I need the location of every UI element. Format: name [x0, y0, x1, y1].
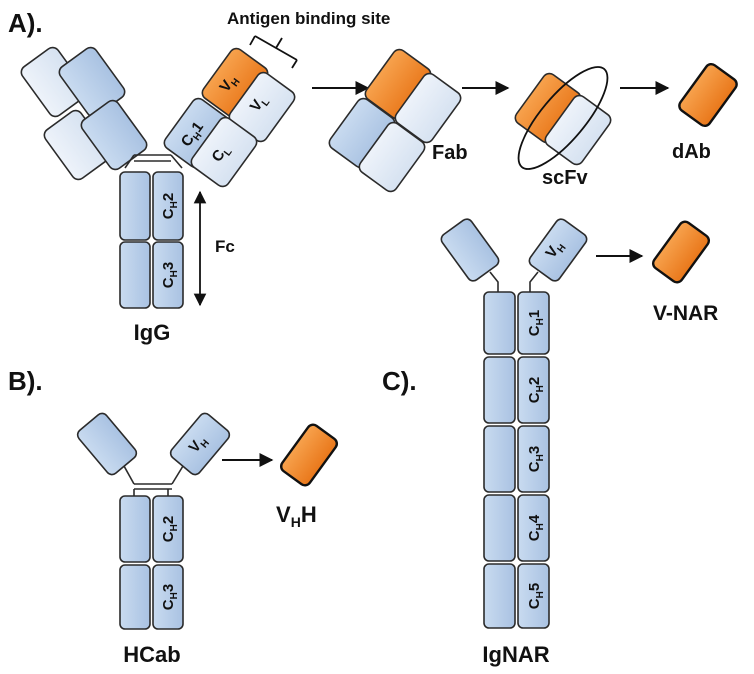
fc-label: Fc	[215, 237, 235, 256]
ignar-left-c2	[483, 356, 516, 424]
ignar-left-c3	[483, 425, 516, 493]
hcab-right-ch2	[152, 495, 184, 563]
fab-vl	[394, 72, 462, 144]
hcab-left-ch2	[119, 495, 151, 563]
scfv-fragment	[514, 66, 612, 170]
hcab-right-ch3	[152, 564, 184, 630]
scfv-label: scFv	[542, 167, 588, 189]
hcab-antibody: VH CH2 CH3	[76, 412, 231, 630]
ignar-right-vh	[528, 218, 588, 282]
igg-name: IgG	[134, 320, 171, 345]
fab-label: Fab	[432, 142, 468, 164]
ignar-left-c5	[483, 563, 516, 629]
ignar-left-vh	[440, 218, 500, 282]
ignar-right-c5	[517, 563, 550, 629]
vnar-domain	[651, 220, 711, 284]
vnar-label: V-NAR	[653, 302, 718, 325]
fab-cl	[358, 121, 426, 193]
ignar-right-c3	[517, 425, 550, 493]
hcab-hinge	[123, 465, 184, 496]
panel-a-label: A).	[8, 8, 43, 38]
igg-fc-right-ch3	[152, 241, 184, 309]
dab-domain	[678, 62, 738, 128]
antigen-binding-site-label: Antigen binding site	[227, 9, 390, 28]
igg-ch3-label: CH3	[160, 262, 180, 288]
panel-c-label: C).	[382, 366, 417, 396]
ignar-right-c2	[517, 356, 550, 424]
ignar-left-c1	[483, 291, 516, 355]
ignar-c1-label: CH1	[526, 310, 546, 336]
ignar-antibody: VH CH1 CH2 CH3 CH4 CH5	[440, 218, 588, 629]
igg-fc-right-ch2	[152, 171, 184, 241]
ignar-hinge	[489, 271, 539, 292]
antigen-site-bracket-ticks	[249, 35, 298, 69]
ignar-c4-label: CH4	[526, 514, 546, 541]
ignar-right-c4	[517, 494, 550, 562]
hcab-name: HCab	[123, 642, 180, 667]
ignar-c3-label: CH3	[526, 446, 546, 472]
ignar-name: IgNAR	[482, 642, 549, 667]
ignar-c5-label: CH5	[526, 583, 546, 609]
ignar-left-c4	[483, 494, 516, 562]
panel-b-label: B).	[8, 366, 43, 396]
igg-fc-left-ch2	[119, 171, 151, 241]
hcab-ch3-label: CH3	[160, 584, 180, 610]
ignar-right-c1	[517, 291, 550, 355]
ignar-c2-label: CH2	[526, 377, 546, 403]
igg-fc-left-ch3	[119, 241, 151, 309]
igg-left-arm	[20, 46, 148, 181]
fab-fragment	[328, 48, 462, 193]
dab-label: dAb	[672, 141, 711, 163]
scfv-linker	[517, 66, 609, 170]
vhh-domain	[279, 423, 339, 487]
igg-cl-domain	[190, 116, 258, 188]
igg-right-arm: VH VL CH1 CL	[163, 47, 296, 188]
igg-fc: CH2 CH3	[119, 171, 184, 309]
hcab-ch2-label: CH2	[160, 516, 180, 542]
vhh-label: VHH	[276, 502, 317, 530]
hcab-right-vh	[169, 412, 231, 476]
igg-hinge	[124, 154, 183, 169]
igg-ch2-label: CH2	[160, 193, 180, 219]
hcab-left-ch3	[119, 564, 151, 630]
hcab-left-vh	[76, 412, 138, 476]
